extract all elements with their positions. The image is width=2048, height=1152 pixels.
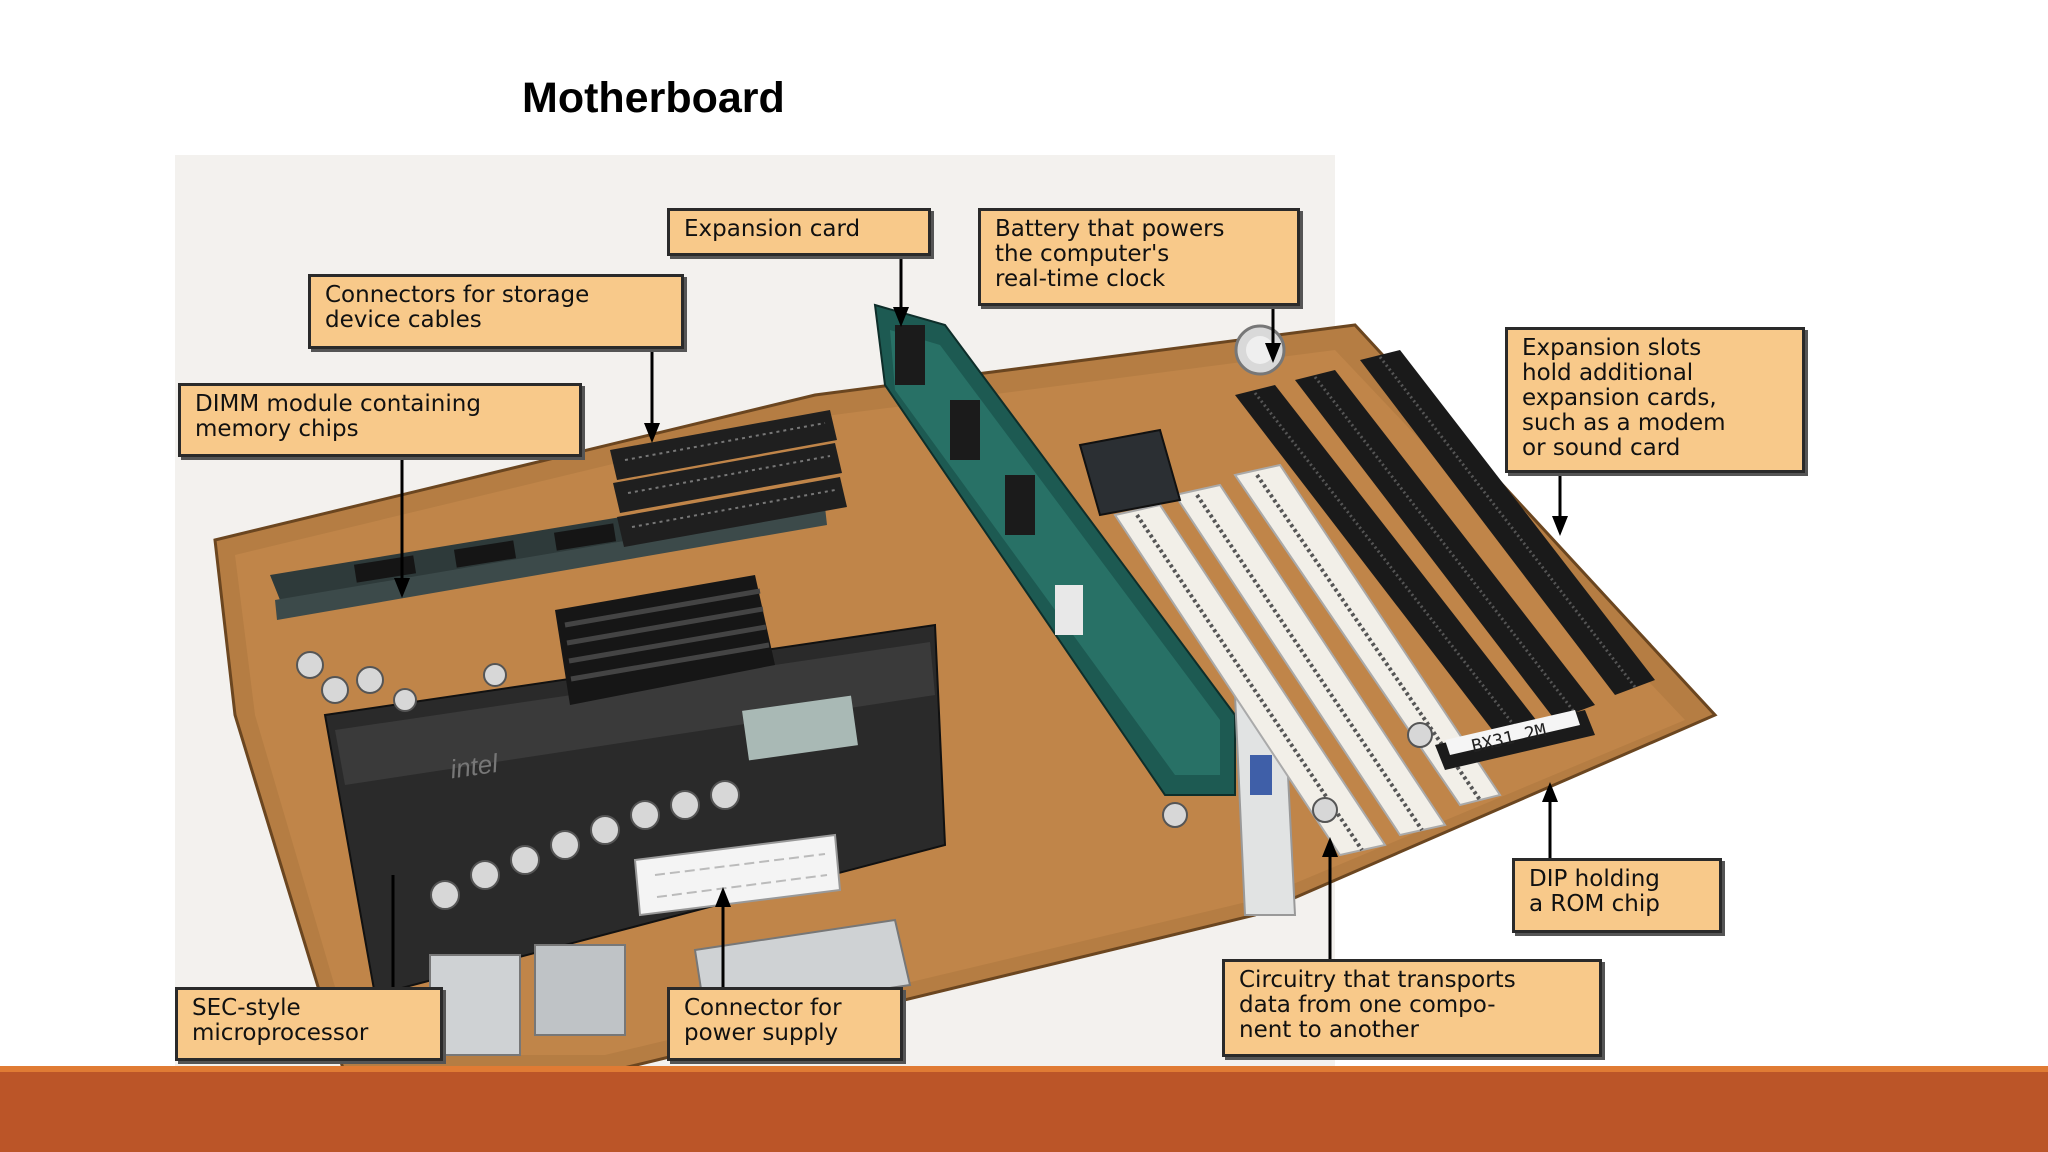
capacitors	[296, 651, 1433, 910]
callout-expansion-slots: Expansion slots hold additional expansio…	[1505, 327, 1805, 473]
cpu-brand-text: intel	[448, 748, 501, 785]
callout-circuitry: Circuitry that transports data from one …	[1222, 959, 1602, 1057]
callout-battery: Battery that powers the computer's real-…	[978, 208, 1300, 306]
leader-arrows	[391, 253, 1568, 987]
chipset	[1078, 428, 1182, 517]
callout-dimm: DIMM module containing memory chips	[178, 383, 582, 457]
callout-sec-processor: SEC-style microprocessor	[175, 987, 443, 1061]
slide-title: Motherboard	[522, 74, 785, 122]
power-connector	[633, 833, 842, 917]
footer-bar	[0, 1072, 2048, 1152]
isa-expansion-slots	[1235, 350, 1655, 740]
expansion-card	[873, 303, 1297, 916]
callout-storage-connectors: Connectors for storage device cables	[308, 274, 684, 349]
callout-expansion-card: Expansion card	[667, 208, 931, 256]
footer-accent-line	[0, 1066, 2048, 1072]
motherboard-photo: intel BX31 2M	[175, 155, 1718, 1075]
pci-slots	[1113, 463, 1502, 857]
callout-power-connector: Connector for power supply	[667, 987, 903, 1061]
callout-dip-rom: DIP holding a ROM chip	[1512, 858, 1722, 933]
storage-connectors	[610, 410, 847, 547]
